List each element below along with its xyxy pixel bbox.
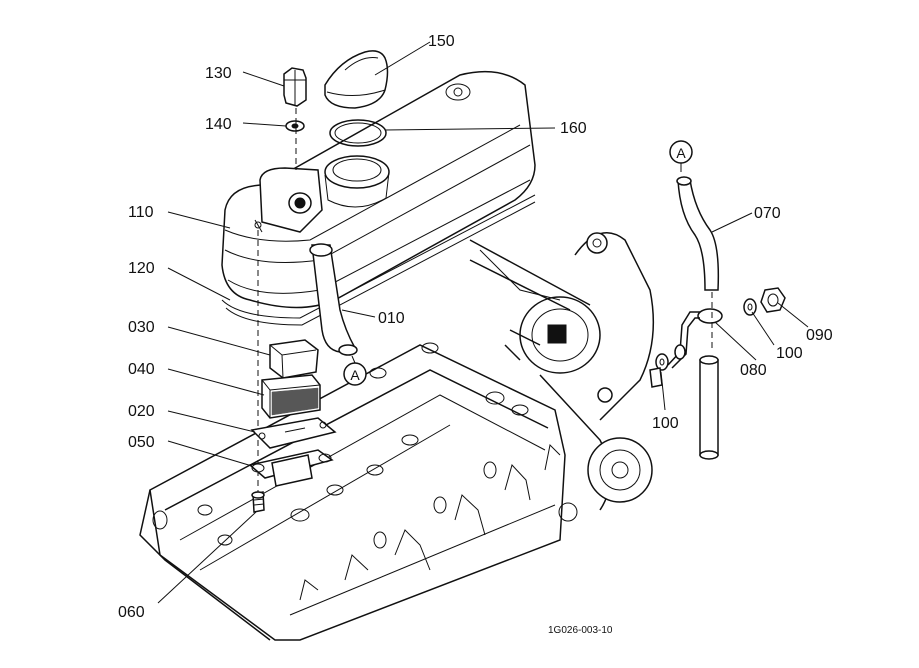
label-140: 140 xyxy=(205,116,232,133)
label-160: 160 xyxy=(560,120,587,137)
label-090: 090 xyxy=(806,327,833,344)
cap-nut-130 xyxy=(283,67,307,107)
label-110: 110 xyxy=(128,204,154,221)
label-010: 010 xyxy=(378,310,405,327)
label-120: 120 xyxy=(128,260,155,277)
o-ring-160 xyxy=(329,119,387,147)
breather-plate-020 xyxy=(250,417,337,449)
label-070: 070 xyxy=(754,205,781,222)
label-150: 150 xyxy=(428,33,455,50)
label-100-lower: 100 xyxy=(652,415,679,432)
oil-cap-150 xyxy=(324,50,389,109)
gear-case xyxy=(469,232,655,522)
label-030: 030 xyxy=(128,319,155,336)
hose-070 xyxy=(676,176,720,460)
washer-100-upper xyxy=(743,298,757,316)
breather-plate-030 xyxy=(269,339,319,379)
breather-hose-010 xyxy=(309,243,358,356)
callout-a-top: A xyxy=(669,140,693,172)
bolt-060 xyxy=(251,491,265,513)
label-080: 080 xyxy=(740,362,767,379)
label-100-upper: 100 xyxy=(776,345,803,362)
callout-a-left-label: A xyxy=(350,367,360,383)
figure-code: 1G026-003-10 xyxy=(548,625,613,636)
label-130: 130 xyxy=(205,65,232,82)
cylinder-head xyxy=(139,342,566,641)
label-020: 020 xyxy=(128,403,155,420)
callout-a-left: A xyxy=(343,355,367,386)
label-060: 060 xyxy=(118,604,145,621)
label-040: 040 xyxy=(128,361,155,378)
rocker-cover xyxy=(221,70,536,309)
breather-gasket-050 xyxy=(248,449,334,487)
part-labels: 130 140 150 160 110 120 010 030 040 020 … xyxy=(118,33,833,636)
nut-090 xyxy=(760,287,786,313)
label-050: 050 xyxy=(128,434,155,451)
leader-lines xyxy=(157,41,809,604)
rocker-cover-gasket xyxy=(221,194,536,326)
callout-a-top-label: A xyxy=(676,145,686,161)
washer-100-lower xyxy=(649,344,686,388)
breather-element-040 xyxy=(261,374,321,419)
